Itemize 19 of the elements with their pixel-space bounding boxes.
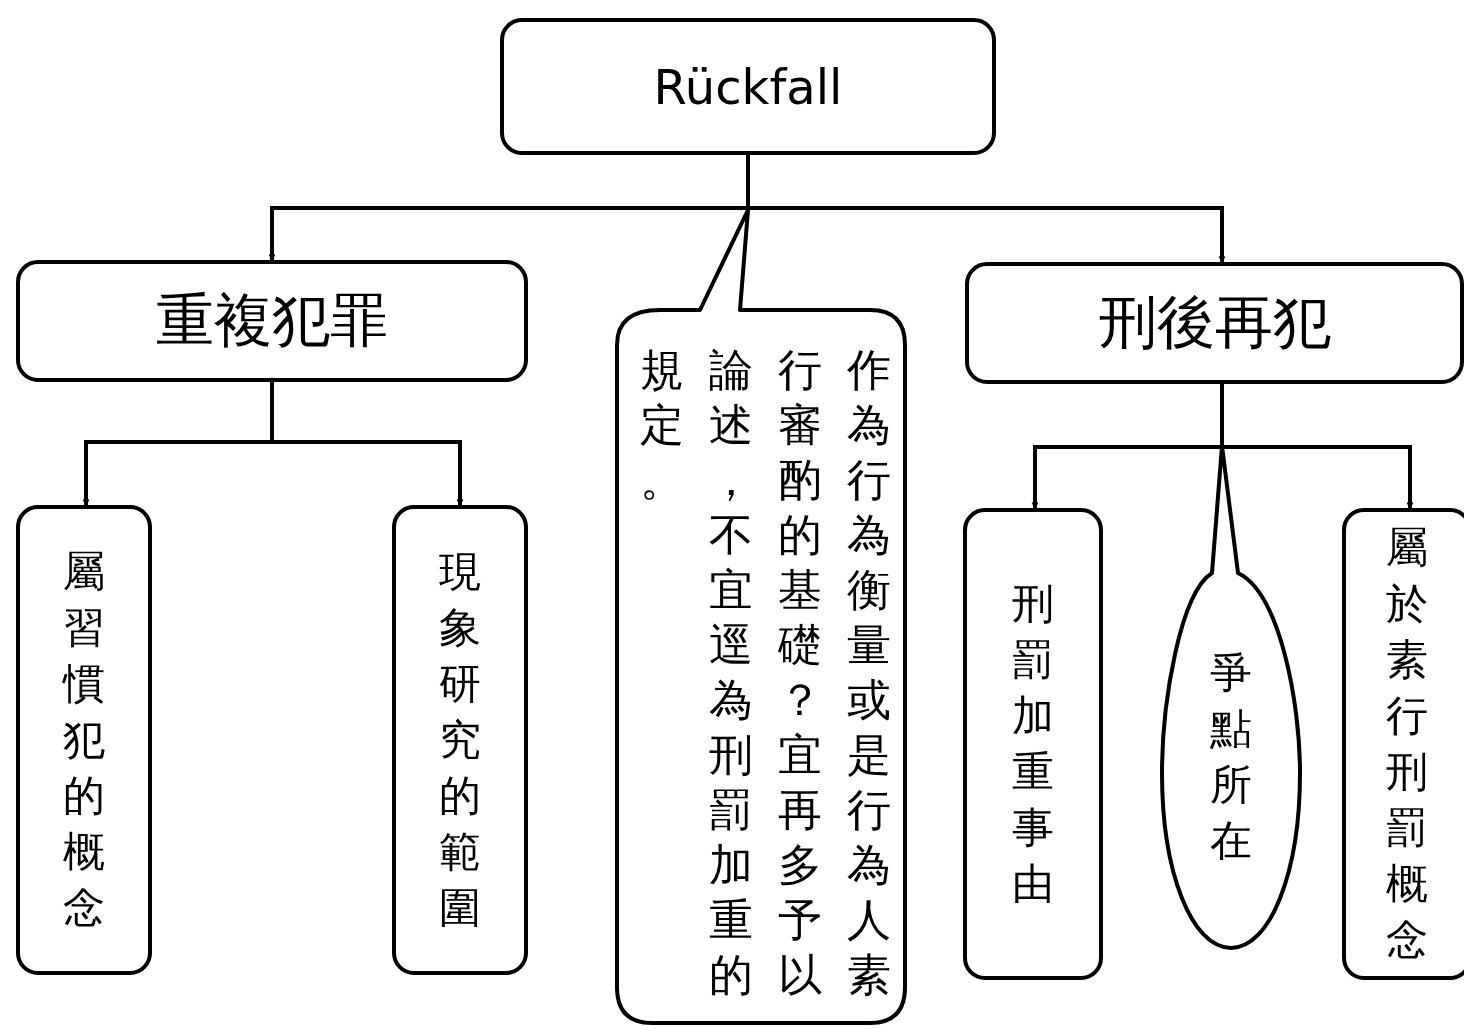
node-label: 作為行為衡量或是行為人素行審酌的基礎？宜再多予以論述，不宜逕為刑罰加重的規定。 xyxy=(638,343,892,1002)
process-box xyxy=(965,262,1464,384)
node-label: 刑後再犯 xyxy=(1098,287,1331,358)
node-label: 屬習慣犯的概念 xyxy=(63,546,105,934)
node-label: 爭點所在 xyxy=(1210,646,1252,867)
arrow xyxy=(1220,384,1414,509)
process-box xyxy=(16,505,152,975)
title-box xyxy=(500,18,996,155)
arrow xyxy=(270,382,464,506)
node-label: 重複犯罪 xyxy=(156,285,388,356)
process-box xyxy=(392,505,528,975)
process-box xyxy=(1342,508,1464,980)
process-box xyxy=(963,508,1103,980)
speech-bubble xyxy=(615,207,907,1025)
node-label: 刑罰加重事由 xyxy=(1012,578,1054,910)
title-text: Rückfall xyxy=(653,58,843,115)
process-box xyxy=(16,260,528,382)
node-label: 現象研究的範圍 xyxy=(439,546,481,934)
node-label: 屬於素行刑罰概念 xyxy=(1386,522,1428,966)
